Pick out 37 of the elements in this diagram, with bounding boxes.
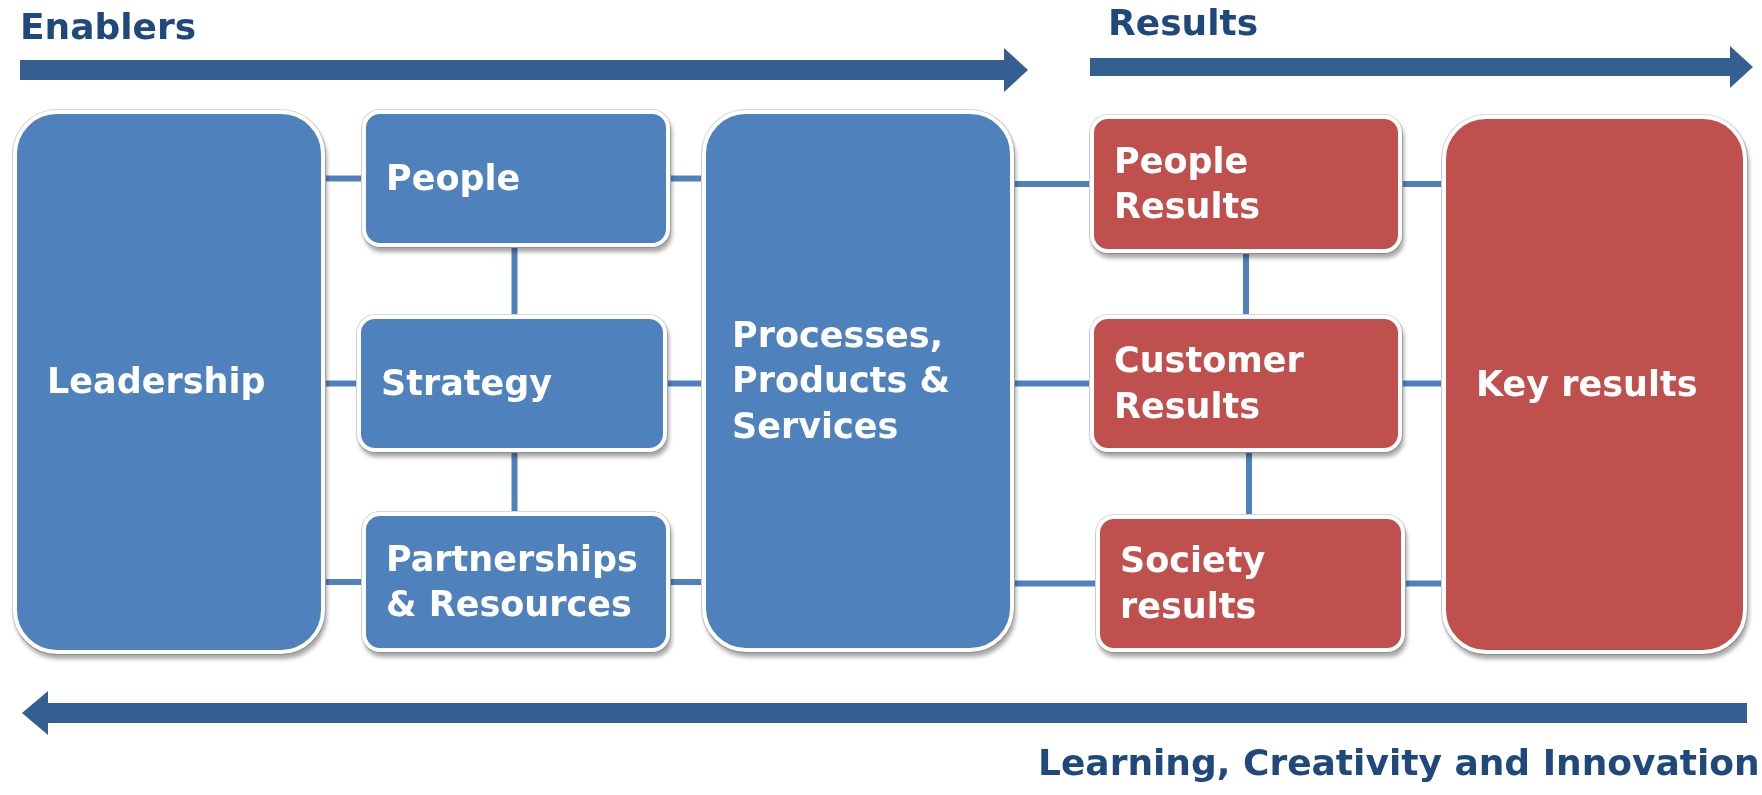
connector-line bbox=[1014, 380, 1090, 387]
connector-line bbox=[511, 452, 518, 512]
process-box bbox=[357, 315, 667, 452]
connector-line bbox=[325, 175, 362, 182]
connector-line bbox=[1246, 452, 1252, 515]
box-label: People Results bbox=[1114, 139, 1261, 228]
connector-line bbox=[511, 247, 518, 315]
process-box bbox=[1096, 515, 1405, 652]
connector-line bbox=[1243, 253, 1249, 315]
heading: Learning, Creativity and Innovation bbox=[1038, 742, 1760, 783]
box-label: Processes, Products & Services bbox=[732, 313, 951, 448]
box-label: Strategy bbox=[381, 361, 553, 405]
connector-line bbox=[1402, 380, 1442, 387]
connector-line bbox=[1405, 580, 1442, 587]
process-box bbox=[13, 110, 325, 654]
connector-line bbox=[670, 579, 702, 585]
process-box bbox=[1090, 315, 1402, 452]
connector-line bbox=[325, 579, 362, 585]
connector-line bbox=[667, 380, 702, 387]
process-box bbox=[702, 110, 1014, 652]
box-label: Customer Results bbox=[1114, 339, 1305, 428]
box-label: Leadership bbox=[47, 360, 266, 404]
process-box bbox=[1090, 115, 1402, 253]
heading: Enablers bbox=[20, 6, 197, 47]
box-label: Society results bbox=[1120, 539, 1267, 628]
process-box bbox=[362, 110, 670, 247]
box-label: People bbox=[386, 156, 521, 200]
connector-line bbox=[1014, 181, 1090, 187]
process-box bbox=[1442, 115, 1747, 654]
heading: Results bbox=[1108, 2, 1259, 43]
connector-line bbox=[670, 175, 702, 182]
box-label: Key results bbox=[1476, 362, 1698, 406]
connector-line bbox=[1402, 181, 1442, 187]
connector-line bbox=[325, 380, 357, 387]
connector-line bbox=[1014, 580, 1096, 587]
process-box bbox=[362, 512, 670, 652]
box-label: Partnerships & Resources bbox=[386, 537, 639, 626]
